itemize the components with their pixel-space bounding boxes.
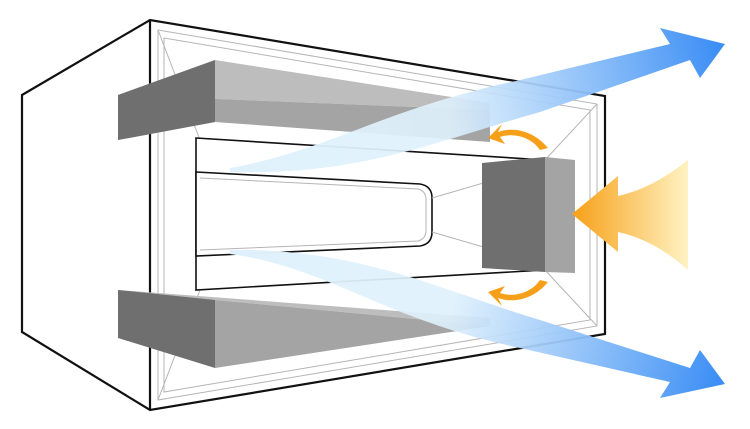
right-block-front-face [482,157,545,272]
bottom-gray-block [118,290,490,368]
intake-arrow [572,160,688,270]
channel-inner-slot [195,171,433,257]
lower-recirculation-arrow [488,280,548,306]
housing-inner-rim-2 [163,37,591,393]
upper-airflow-arrow [230,28,725,173]
bottom-block-side-face [118,290,215,368]
channel-slot-inner-line [199,177,427,251]
top-block-side-face [118,60,215,140]
right-block-side-face [545,157,575,273]
lower-airflow-arrow [230,249,725,398]
right-gray-block [482,157,575,273]
upper-recirculation-arrow [488,124,548,150]
bottom-block-top-face [118,290,490,326]
